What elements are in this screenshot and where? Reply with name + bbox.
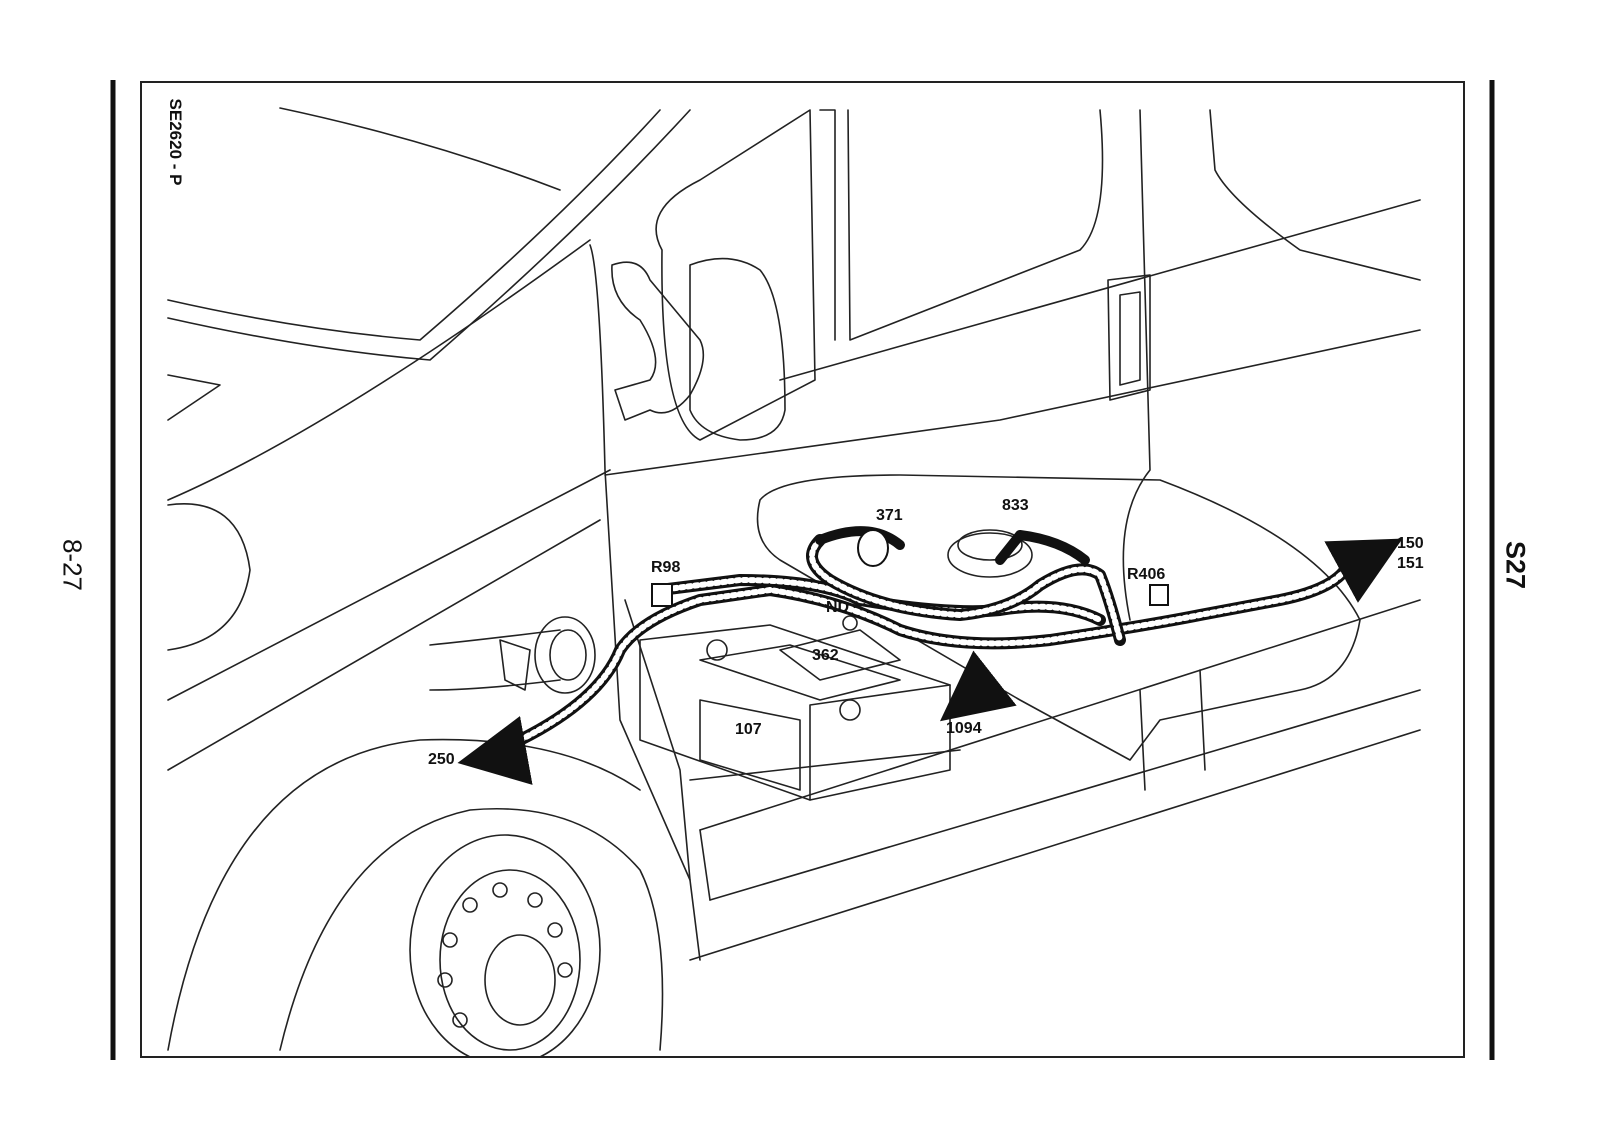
sill-end	[699, 829, 711, 901]
arrow-150-151	[1324, 538, 1403, 603]
fuse-box	[779, 629, 901, 681]
connector-r98	[651, 583, 673, 607]
hose-clamp	[499, 639, 531, 691]
wheel-hole	[557, 962, 573, 978]
belt-line	[779, 199, 1421, 381]
figure-reference: SE2620 - P	[166, 98, 185, 186]
wheel-rim	[409, 834, 601, 1056]
sliding-door-frame	[847, 109, 1104, 341]
wiring-harness	[514, 564, 1351, 746]
wing-line-2	[167, 519, 601, 771]
sill-top	[699, 599, 1421, 831]
wheel-hole	[452, 1012, 468, 1028]
b-pillar	[819, 109, 836, 341]
wheel-rim-inner	[439, 869, 581, 1051]
bonnet-line	[167, 374, 221, 421]
a-pillar-inner	[167, 109, 691, 361]
label-1094: 1094	[946, 720, 982, 737]
battery-top-plate	[699, 644, 901, 701]
earth-point	[842, 615, 858, 631]
arrow-1094	[939, 650, 1017, 722]
door-front-edge-2	[624, 599, 691, 881]
front-panel	[167, 503, 251, 651]
battery-terminal-pos	[706, 639, 728, 661]
fuel-tank-strap	[1139, 669, 1206, 791]
label-107: 107	[735, 721, 762, 738]
lower-body-line	[604, 329, 1421, 476]
wheel-arch	[167, 738, 641, 1051]
mirror-arm	[611, 261, 705, 421]
wheel-hole	[442, 932, 458, 948]
label-150: 150	[1397, 535, 1424, 552]
filler-neck-inner	[549, 629, 587, 681]
label-nd: ND	[826, 599, 849, 616]
wiring-harness-tank-braid	[809, 537, 1123, 643]
wheel-hub	[484, 934, 556, 1026]
sliding-door-rear	[1122, 109, 1151, 621]
label-r406: R406	[1127, 566, 1165, 583]
door-front-edge	[589, 244, 701, 961]
rear-window	[1209, 109, 1421, 281]
roof-line	[279, 107, 561, 191]
battery-terminal-neg	[839, 699, 861, 721]
label-833: 833	[1002, 497, 1029, 514]
battery-body	[639, 624, 951, 801]
fuel-tank-outline	[756, 474, 1361, 761]
page-number: 8-27	[57, 538, 88, 592]
tyre-outer	[279, 807, 664, 1051]
figure-frame	[140, 81, 1465, 1058]
label-362: 362	[812, 647, 839, 664]
door-handle-inner	[1119, 291, 1141, 386]
sender-cap	[947, 532, 1033, 578]
arrow-250	[457, 716, 533, 785]
wiring-harness-sender	[815, 526, 1090, 565]
bonnet-crease	[167, 239, 591, 501]
mirror-glass	[689, 257, 786, 441]
wing-line	[167, 469, 611, 701]
wheel-hole	[437, 972, 453, 988]
connector-371	[857, 529, 889, 567]
section-code: S27	[1500, 540, 1531, 590]
wheel-hole	[492, 882, 508, 898]
floor-line-2	[689, 749, 961, 781]
wheel-hole	[547, 922, 563, 938]
wiring-harness-braid	[517, 567, 1348, 743]
sill-bottom	[709, 689, 1421, 901]
filler-pipe	[429, 629, 561, 691]
windscreen-edge	[167, 109, 661, 341]
label-151: 151	[1397, 555, 1424, 572]
filler-neck	[534, 616, 596, 694]
label-371: 371	[876, 507, 903, 524]
sender-cap-top	[957, 529, 1023, 561]
wheel-hole	[527, 892, 543, 908]
side-window	[655, 109, 816, 441]
connector-r406	[1149, 584, 1169, 606]
battery-front-face	[809, 684, 951, 801]
wheel-hole	[462, 897, 478, 913]
floor-line	[689, 729, 1421, 961]
label-250: 250	[428, 751, 455, 768]
battery-label-area	[699, 699, 801, 791]
label-r98: R98	[651, 559, 680, 576]
door-handle	[1107, 274, 1151, 401]
